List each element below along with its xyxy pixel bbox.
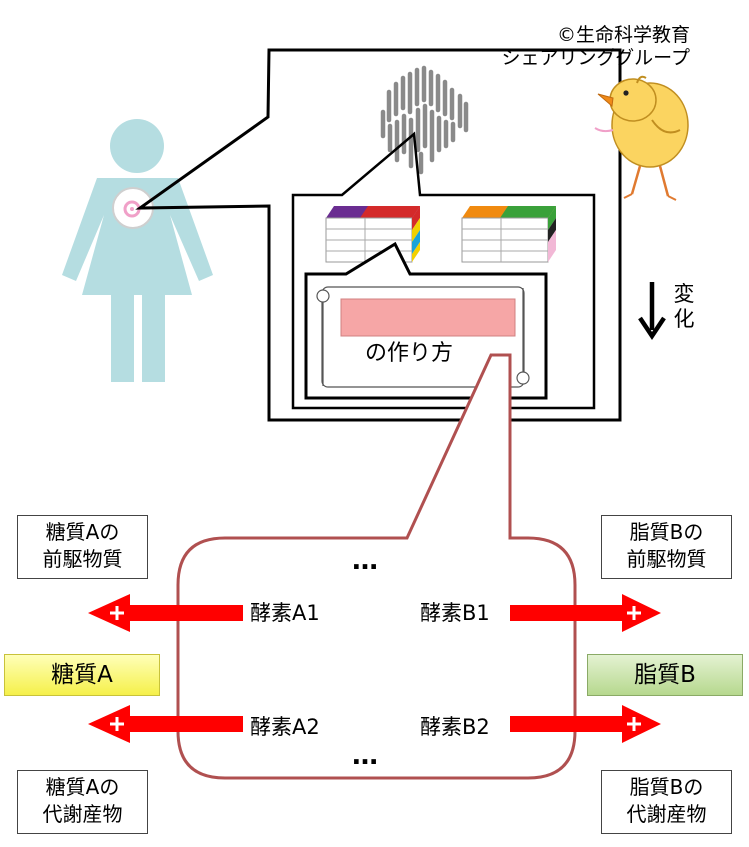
lipid-precursor-box: 脂質Bの 前駆物質 (601, 515, 732, 579)
sugar-product: 糖質A (4, 654, 160, 696)
copyright-line1: ©生命科学教育 (556, 24, 690, 46)
enzyme-callout-bubble (176, 353, 577, 780)
sugar-precursor-line1: 糖質Aの (45, 520, 120, 544)
ellipsis-top: … (352, 546, 381, 576)
arrow-down-icon (638, 282, 666, 341)
arrow-to-lipid-metabolite (510, 705, 661, 743)
chromosome-icon (380, 65, 469, 175)
copyright-line2: シェアリンググループ (501, 47, 690, 69)
books-icon (325, 206, 420, 263)
enzyme-b2-label: 酵素B2 (420, 715, 490, 739)
lipid-product: 脂質B (587, 654, 743, 696)
lipid-precursor-line2: 前駆物質 (626, 547, 707, 571)
woman-silhouette-icon (62, 119, 213, 382)
arrow-to-sugar-metabolite (88, 705, 243, 743)
ellipsis-bottom: … (352, 741, 381, 771)
sugar-metabolite-box: 糖質Aの 代謝産物 (17, 770, 148, 834)
genome-frame (291, 131, 596, 410)
arrow-to-lipid-precursor (510, 594, 661, 632)
arrow-to-sugar-precursor (88, 594, 243, 632)
sugar-precursor-box: 糖質Aの 前駆物質 (17, 515, 148, 579)
sugar-metabolite-line1: 糖質Aの (45, 775, 120, 799)
lipid-metabolite-box: 脂質Bの 代謝産物 (601, 770, 732, 834)
change-label-char2: 化 (673, 307, 695, 331)
enzyme-a1-label: 酵素A1 (250, 601, 320, 625)
scroll-text: の作り方 (365, 341, 454, 366)
scroll-label-fill (340, 298, 516, 337)
books-icon-2 (461, 206, 556, 263)
lipid-metabolite-line2: 代謝産物 (626, 802, 707, 826)
sugar-metabolite-line2: 代謝産物 (42, 802, 123, 826)
sugar-precursor-line2: 前駆物質 (42, 547, 123, 571)
enzyme-b1-label: 酵素B1 (420, 601, 490, 625)
lipid-precursor-line1: 脂質Bの (629, 520, 704, 544)
chick-drawing-icon (594, 75, 689, 201)
lipid-metabolite-line1: 脂質Bの (629, 775, 704, 799)
change-label-char1: 変 (673, 282, 695, 306)
enzyme-a2-label: 酵素A2 (250, 715, 320, 739)
